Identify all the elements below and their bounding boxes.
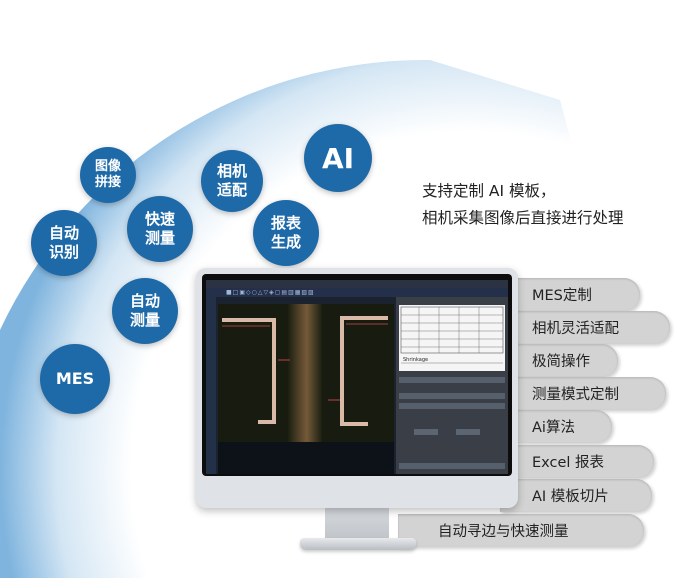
feature-tab-camera[interactable]: 相机灵活适配 bbox=[500, 311, 670, 344]
monitor: ■□▣◇○△▽◈▢▤▥▦▧▨ bbox=[196, 268, 518, 508]
left-tool-strip bbox=[206, 297, 216, 474]
tagline-line-1: 支持定制 AI 模板， bbox=[422, 182, 556, 200]
feature-tab-simple[interactable]: 极简操作 bbox=[500, 344, 618, 377]
app-menubar bbox=[206, 280, 508, 288]
bubble-camera-adapt: 相机 适配 bbox=[201, 150, 263, 212]
panel-section-bar bbox=[399, 393, 505, 399]
panel-button[interactable] bbox=[414, 429, 438, 435]
tagline-line-2: 相机采集图像后直接进行处理 bbox=[422, 209, 624, 227]
bubble-auto-measure: 自动 测量 bbox=[112, 278, 178, 344]
panel-button[interactable] bbox=[456, 429, 480, 435]
feature-tab-excel[interactable]: Excel 报表 bbox=[500, 445, 654, 478]
feature-tab-edge-measure[interactable]: 自动寻边与快速测量 bbox=[398, 514, 644, 547]
bubble-mes: MES bbox=[40, 344, 110, 414]
panel-section-bar bbox=[399, 377, 505, 383]
right-settings-panel: Shrinkage bbox=[396, 297, 508, 474]
bubble-auto-recognize: 自动 识别 bbox=[31, 210, 97, 276]
feature-tab-ai-slice[interactable]: AI 模板切片 bbox=[500, 479, 652, 512]
monitor-neck bbox=[325, 506, 389, 542]
monitor-stand bbox=[300, 538, 416, 550]
bubble-image-stitching: 图像 拼接 bbox=[80, 147, 136, 203]
panel-section-bar bbox=[399, 403, 505, 409]
toolbar-icons: ■□▣◇○△▽◈▢▤▥▦▧▨ bbox=[226, 289, 315, 296]
monitor-chin bbox=[196, 476, 518, 508]
report-table-grid bbox=[400, 306, 504, 364]
image-status-area bbox=[218, 442, 394, 474]
tagline: 支持定制 AI 模板， 相机采集图像后直接进行处理 bbox=[422, 178, 682, 232]
feature-tab-ai-algo[interactable]: Ai算法 bbox=[500, 410, 612, 443]
report-caption: Shrinkage bbox=[403, 357, 429, 363]
feature-tab-measure-mode[interactable]: 测量模式定制 bbox=[500, 377, 666, 410]
software-screen: ■□▣◇○△▽◈▢▤▥▦▧▨ bbox=[206, 280, 508, 474]
bubble-fast-measure: 快速 测量 bbox=[127, 196, 193, 262]
report-table-preview: Shrinkage bbox=[399, 305, 505, 371]
app-toolbar: ■□▣◇○△▽◈▢▤▥▦▧▨ bbox=[206, 288, 508, 297]
feature-tab-mes[interactable]: MES定制 bbox=[500, 278, 640, 311]
bubble-ai: AI bbox=[304, 124, 372, 192]
bubble-report-generate: 报表 生成 bbox=[253, 200, 319, 266]
camera-image-view bbox=[218, 304, 394, 442]
panel-section-bar bbox=[399, 463, 505, 469]
sample-image bbox=[218, 304, 394, 442]
